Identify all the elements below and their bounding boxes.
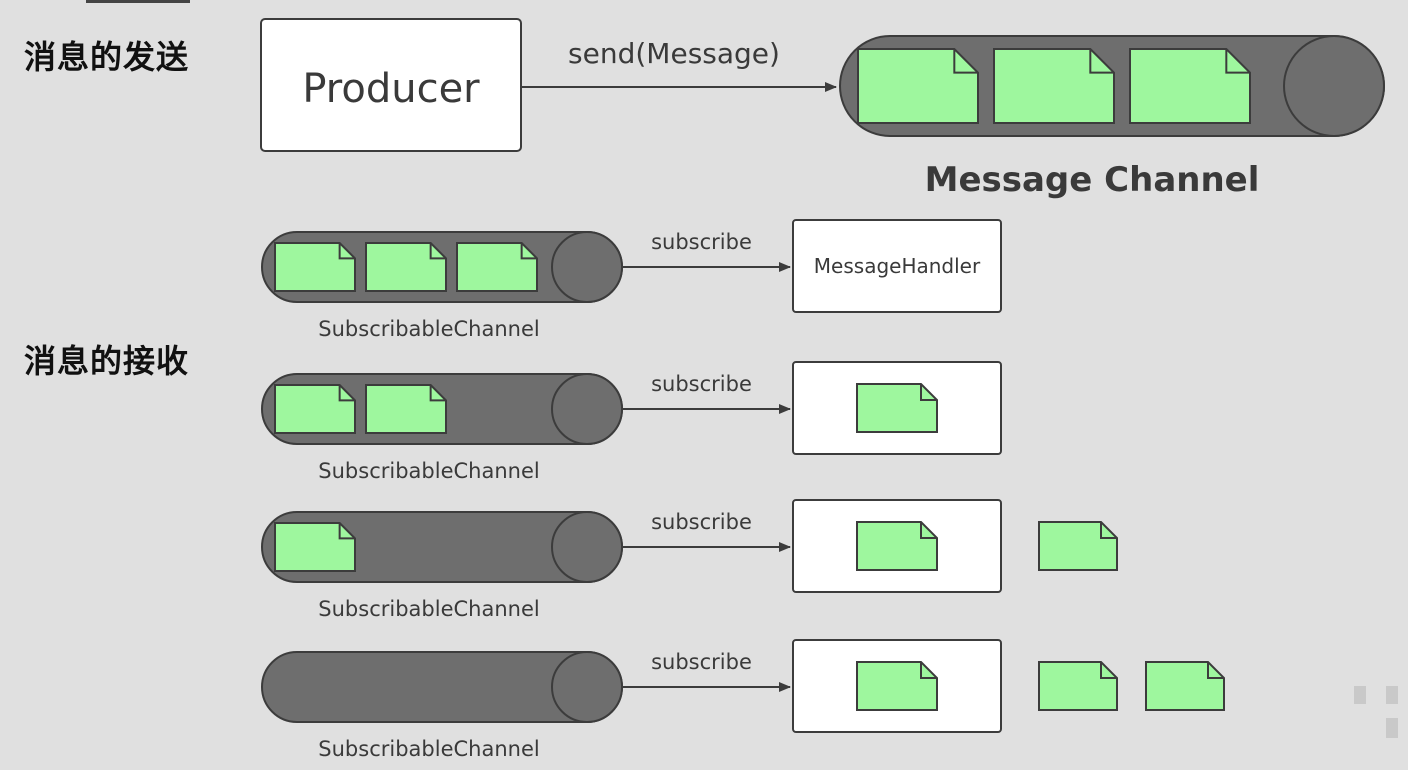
message-fold <box>429 385 446 402</box>
channel-end-cap <box>551 651 623 723</box>
queued-message <box>993 48 1115 124</box>
message-sheet <box>993 48 1115 124</box>
message-sheet <box>857 48 979 124</box>
message-sheet <box>365 384 447 434</box>
delivered-message <box>1145 661 1225 711</box>
message-fold <box>1100 662 1117 679</box>
queued-message <box>857 48 979 124</box>
delivered-message <box>1038 521 1118 571</box>
queued-message <box>274 384 356 434</box>
queued-message <box>365 242 447 292</box>
handled-message <box>856 521 938 571</box>
queued-message <box>274 522 356 572</box>
message-sheet <box>365 242 447 292</box>
handled-message <box>856 383 938 433</box>
message-sheet <box>1145 661 1225 711</box>
send-arrow-label: send(Message) <box>568 37 780 70</box>
queued-message <box>1129 48 1251 124</box>
message-sheet <box>1038 661 1118 711</box>
receive-section-title: 消息的接收 <box>24 342 190 380</box>
subscribable-channel <box>261 651 623 723</box>
message-sheet <box>1129 48 1251 124</box>
queued-message <box>274 242 356 292</box>
producer-label: Producer <box>302 66 480 112</box>
message-handler-label: MessageHandler <box>814 254 981 278</box>
message-fold <box>1225 49 1250 74</box>
producer-box <box>260 18 522 152</box>
message-sheet <box>856 383 938 433</box>
queued-message <box>365 384 447 434</box>
message-handler-box <box>792 219 1002 313</box>
message-fold <box>338 523 355 540</box>
subscribable-channel-label: SubscribableChannel <box>318 317 539 341</box>
message-sheet <box>856 521 938 571</box>
subscribable-channel-label: SubscribableChannel <box>318 459 539 483</box>
message-fold <box>338 385 355 402</box>
subscribe-arrow-label: subscribe <box>651 230 752 254</box>
message-sheet <box>274 522 356 572</box>
channel-end-cap <box>551 373 623 445</box>
channel-end-cap <box>551 511 623 583</box>
message-fold <box>920 662 937 679</box>
message-fold <box>920 384 937 401</box>
queued-message <box>456 242 538 292</box>
channel-end-cap <box>1283 35 1385 137</box>
message-sheet <box>1038 521 1118 571</box>
message-fold <box>1207 662 1224 679</box>
send-section-title: 消息的发送 <box>24 38 190 76</box>
subscribe-arrow-label: subscribe <box>651 510 752 534</box>
subscribe-arrow-label: subscribe <box>651 650 752 674</box>
message-fold <box>1100 522 1117 539</box>
message-sheet <box>274 384 356 434</box>
message-fold <box>1089 49 1114 74</box>
top-divider <box>86 0 190 3</box>
subscribable-channel-label: SubscribableChannel <box>318 597 539 621</box>
message-sheet <box>456 242 538 292</box>
message-fold <box>520 243 537 260</box>
message-sheet <box>274 242 356 292</box>
message-sheet <box>856 661 938 711</box>
channel-end-cap <box>551 231 623 303</box>
message-channel-label: Message Channel <box>925 160 1260 200</box>
message-fold <box>429 243 446 260</box>
delivered-message <box>1038 661 1118 711</box>
message-fold <box>953 49 978 74</box>
handled-message <box>856 661 938 711</box>
subscribable-channel-label: SubscribableChannel <box>318 737 539 761</box>
message-fold <box>920 522 937 539</box>
message-fold <box>338 243 355 260</box>
subscribe-arrow-label: subscribe <box>651 372 752 396</box>
